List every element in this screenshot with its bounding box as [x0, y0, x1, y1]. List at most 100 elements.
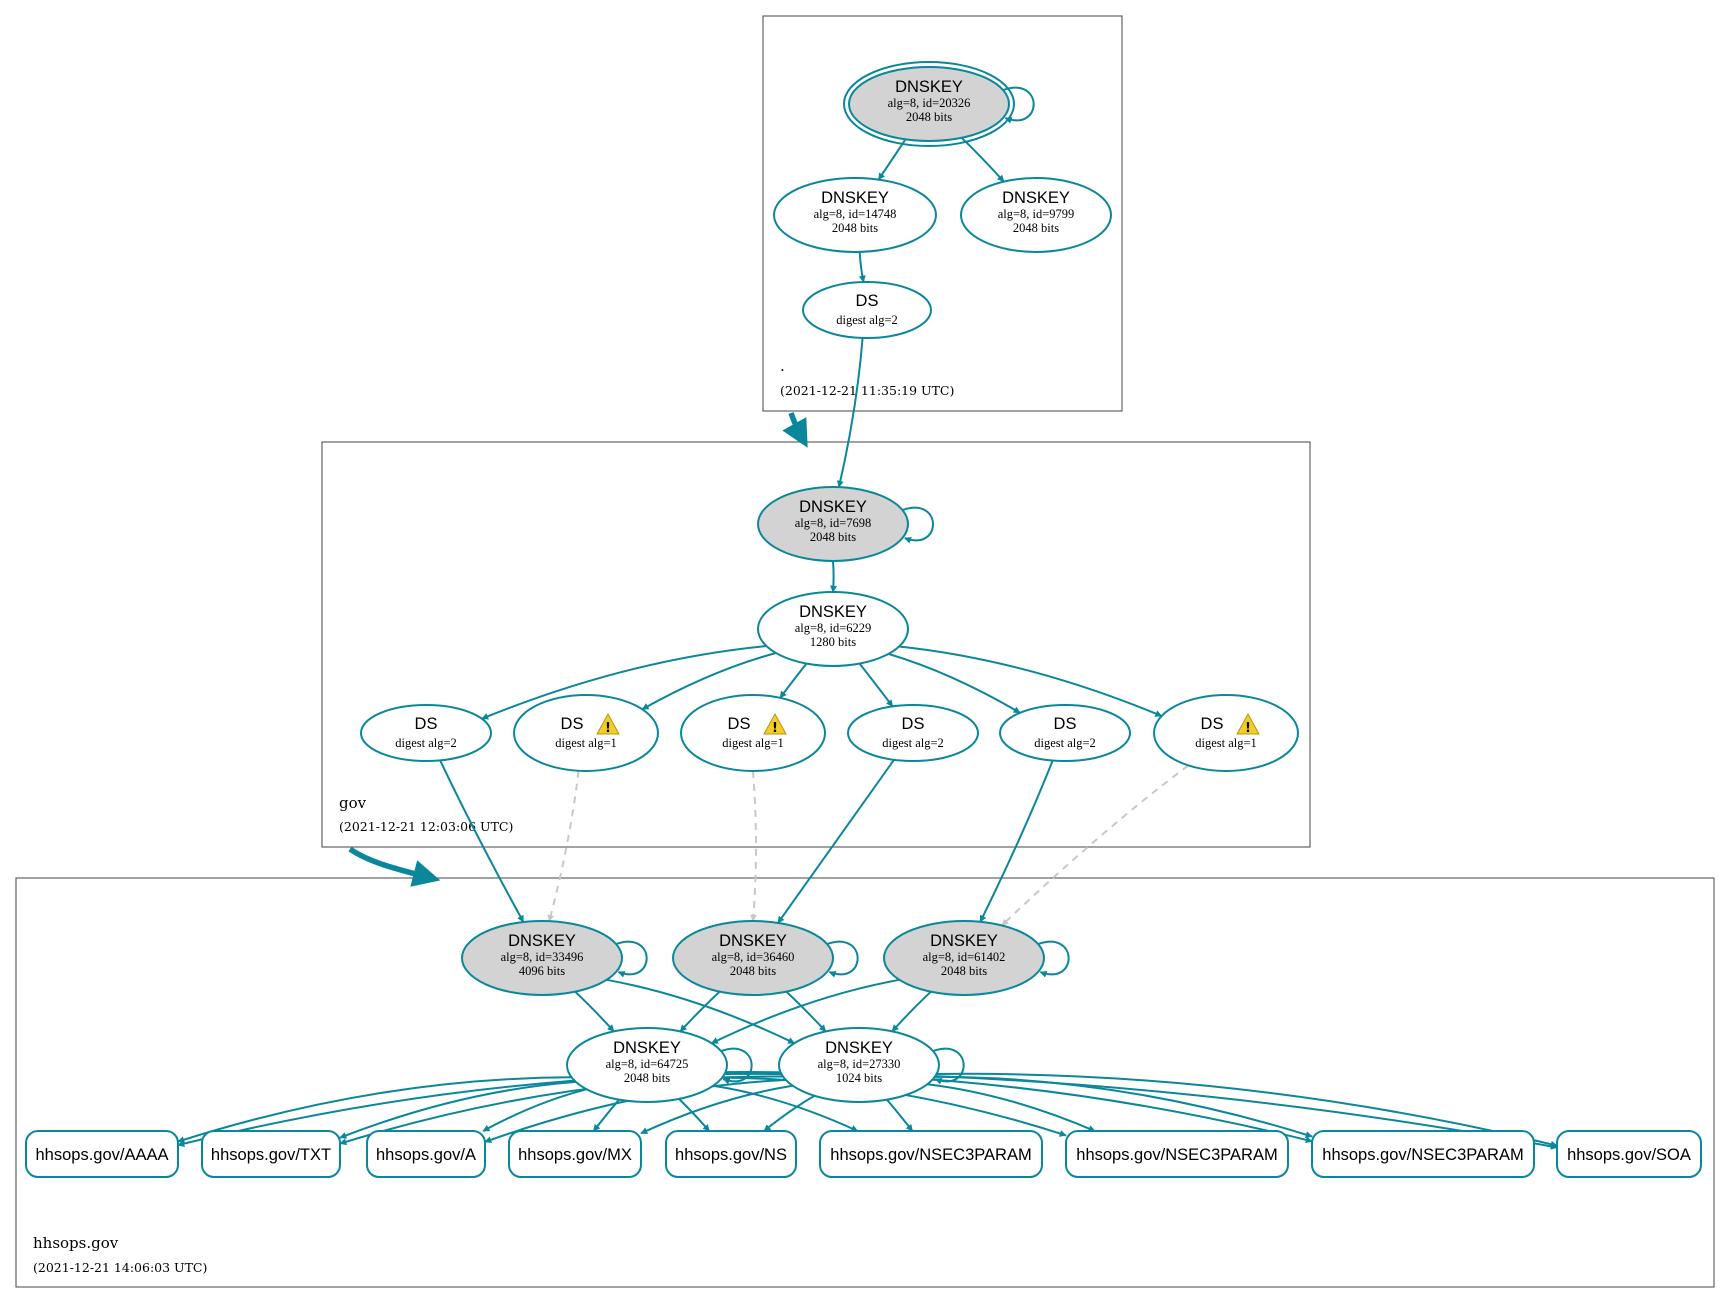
rrset-label: hhsops.gov/TXT: [211, 1146, 331, 1164]
zone-gov-box: [321, 441, 1311, 848]
ds-node-gov_ds3[interactable]: DS!digest alg=1: [680, 694, 826, 772]
node-detail: digest alg=2: [836, 313, 898, 327]
node-ellipse: [999, 704, 1131, 762]
ds-node-gov_ds6[interactable]: DS!digest alg=1: [1153, 694, 1299, 772]
svg-text:!: !: [772, 721, 778, 736]
node-ellipse: [802, 281, 932, 339]
node-detail: digest alg=1: [722, 736, 784, 750]
rrset-label: hhsops.gov/AAAA: [36, 1146, 169, 1164]
node-title: DNSKEY: [821, 189, 889, 207]
rrset-node-rr_n3p2[interactable]: hhsops.gov/NSEC3PARAM: [1065, 1130, 1289, 1178]
node-title: DS: [856, 292, 879, 310]
warning-icon: !: [1236, 712, 1260, 736]
rrset-label: hhsops.gov/NSEC3PARAM: [830, 1146, 1031, 1164]
ds-node-gov_ds4[interactable]: DS digest alg=2: [847, 704, 979, 762]
rrset-node-rr_ns[interactable]: hhsops.gov/NS: [665, 1130, 797, 1178]
node-detail: alg=8, id=14748: [814, 207, 897, 221]
svg-text:!: !: [605, 721, 611, 736]
node-title: DNSKEY: [799, 498, 867, 516]
warning-icon: !: [763, 712, 787, 736]
node-title: DNSKEY: [799, 603, 867, 621]
rrset-node-rr_mx[interactable]: hhsops.gov/MX: [508, 1130, 642, 1178]
edge-hh_zsk2-to-rr_n3p2: [927, 1083, 1096, 1132]
edges-layer: [177, 86, 1558, 1150]
node-detail: digest alg=2: [1034, 736, 1096, 750]
node-ellipse: [778, 1027, 940, 1103]
node-detail: digest alg=1: [555, 736, 617, 750]
ds-node-root_ds[interactable]: DS digest alg=2: [802, 281, 932, 339]
rrset-node-rr_n3p3[interactable]: hhsops.gov/NSEC3PARAM: [1311, 1130, 1535, 1178]
trust-anchor-ring: [843, 61, 1015, 147]
node-ellipse: [883, 920, 1045, 996]
zone-root: . (2021-12-21 11:35:19 UTC): [762, 15, 1123, 412]
node-title: DS: [902, 715, 925, 733]
node-key-size: 2048 bits: [832, 221, 878, 235]
edge-gov_ds3-to-hh_ksk2: [750, 770, 757, 922]
self-loop-edge-gov_ksk: [902, 506, 934, 544]
node-detail: alg=8, id=20326: [888, 96, 971, 110]
zone-hhsops-box: [15, 877, 1715, 1288]
node-ellipse: [513, 694, 659, 772]
rrset-label: hhsops.gov/NSEC3PARAM: [1076, 1146, 1277, 1164]
node-ellipse: [566, 1027, 728, 1103]
rrset-label: hhsops.gov/A: [376, 1146, 476, 1164]
node-ellipse: [757, 591, 909, 667]
zone-hhsops-name: hhsops.gov: [33, 1234, 119, 1252]
self-loop-edge-hh_ksk3: [1038, 940, 1070, 978]
ds-node-gov_ds2[interactable]: DS!digest alg=1: [513, 694, 659, 772]
node-title: DS: [1201, 715, 1224, 733]
rrset-node-rr_a[interactable]: hhsops.gov/A: [366, 1130, 486, 1178]
edge-root_ksk-to-root_zsk2: [960, 137, 1005, 183]
rrset-node-rr_soa[interactable]: hhsops.gov/SOA: [1556, 1130, 1702, 1178]
node-key-size: 4096 bits: [519, 964, 565, 978]
svg-text:!: !: [1245, 721, 1251, 736]
edge-hh_zsk1-to-rr_a: [482, 1088, 587, 1132]
edge-hh_zsk1-to-rr_n3p1: [713, 1084, 859, 1132]
node-ellipse: [672, 920, 834, 996]
edge-hh_zsk2-to-rr_n3p1: [886, 1099, 914, 1132]
node-detail: alg=8, id=64725: [606, 1057, 689, 1071]
self-loop-edge-root_ksk: [1003, 86, 1035, 124]
node-ellipse: [461, 920, 623, 996]
node-ellipse: [1153, 694, 1299, 772]
rrset-box: [1556, 1130, 1702, 1178]
node-title: DS: [415, 715, 438, 733]
ds-node-gov_ds1[interactable]: DS digest alg=2: [360, 704, 492, 762]
edge-gov_zsk-to-gov_ds3: [779, 662, 808, 699]
node-detail: alg=8, id=27330: [818, 1057, 901, 1071]
node-detail: alg=8, id=9799: [998, 207, 1075, 221]
node-title: DNSKEY: [895, 78, 963, 96]
edge-gov_zsk-to-gov_ds4: [858, 662, 894, 708]
edge-hh_zsk2-to-rr_n3p3: [934, 1075, 1313, 1138]
node-detail: digest alg=2: [395, 736, 457, 750]
rrset-box: [1065, 1130, 1289, 1178]
edge-hh_ksk2-to-hh_zsk2: [785, 990, 827, 1033]
rrset-node-rr_aaaa[interactable]: hhsops.gov/AAAA: [25, 1130, 179, 1178]
rrset-node-rr_n3p1[interactable]: hhsops.gov/NSEC3PARAM: [819, 1130, 1043, 1178]
node-key-size: 2048 bits: [624, 1071, 670, 1085]
node-title: DNSKEY: [825, 1039, 893, 1057]
zone-gov: gov (2021-12-21 12:03:06 UTC): [321, 441, 1311, 848]
delegation-arrow-root-gov: [782, 412, 808, 448]
rrset-node-rr_txt[interactable]: hhsops.gov/TXT: [201, 1130, 341, 1178]
node-detail: alg=8, id=7698: [795, 516, 872, 530]
node-detail: digest alg=2: [882, 736, 944, 750]
node-detail: alg=8, id=61402: [923, 950, 1006, 964]
delegation-arrow-gov-hhsops: [348, 846, 441, 887]
edge-gov_zsk-to-gov_ds6: [898, 645, 1163, 717]
node-ellipse: [773, 177, 937, 253]
node-ellipse: [960, 177, 1112, 253]
rrset-box: [665, 1130, 797, 1178]
